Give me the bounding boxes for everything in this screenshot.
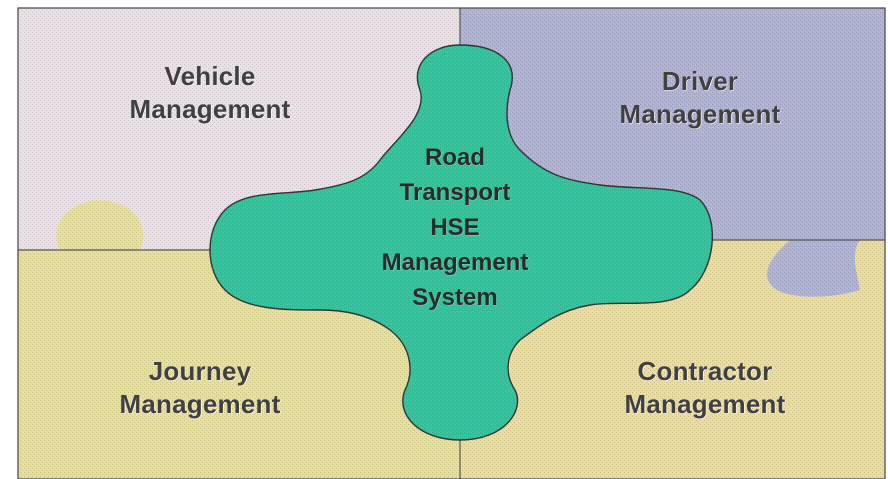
outer-border (17, 7, 886, 479)
vehicle-line-2: Management (129, 94, 291, 124)
center-line-2: Transport (399, 179, 511, 206)
journey-management-label: Journey Management (100, 355, 300, 421)
journey-line-1: Journey (148, 356, 252, 386)
center-line-4: Management (381, 249, 529, 276)
center-line-1: Road (425, 144, 485, 171)
contractor-line-1: Contractor (637, 356, 773, 386)
center-label: Road Transport HSE Management System (345, 140, 565, 315)
vehicle-line-1: Vehicle (164, 61, 256, 91)
driver-line-1: Driver (661, 66, 739, 96)
driver-line-2: Management (619, 99, 781, 129)
contractor-management-label: Contractor Management (605, 355, 805, 421)
contractor-line-2: Management (624, 389, 786, 419)
journey-line-2: Management (119, 389, 281, 419)
driver-management-label: Driver Management (600, 65, 800, 131)
vehicle-management-label: Vehicle Management (110, 60, 310, 126)
center-line-5: System (412, 284, 498, 311)
center-line-3: HSE (430, 214, 480, 241)
